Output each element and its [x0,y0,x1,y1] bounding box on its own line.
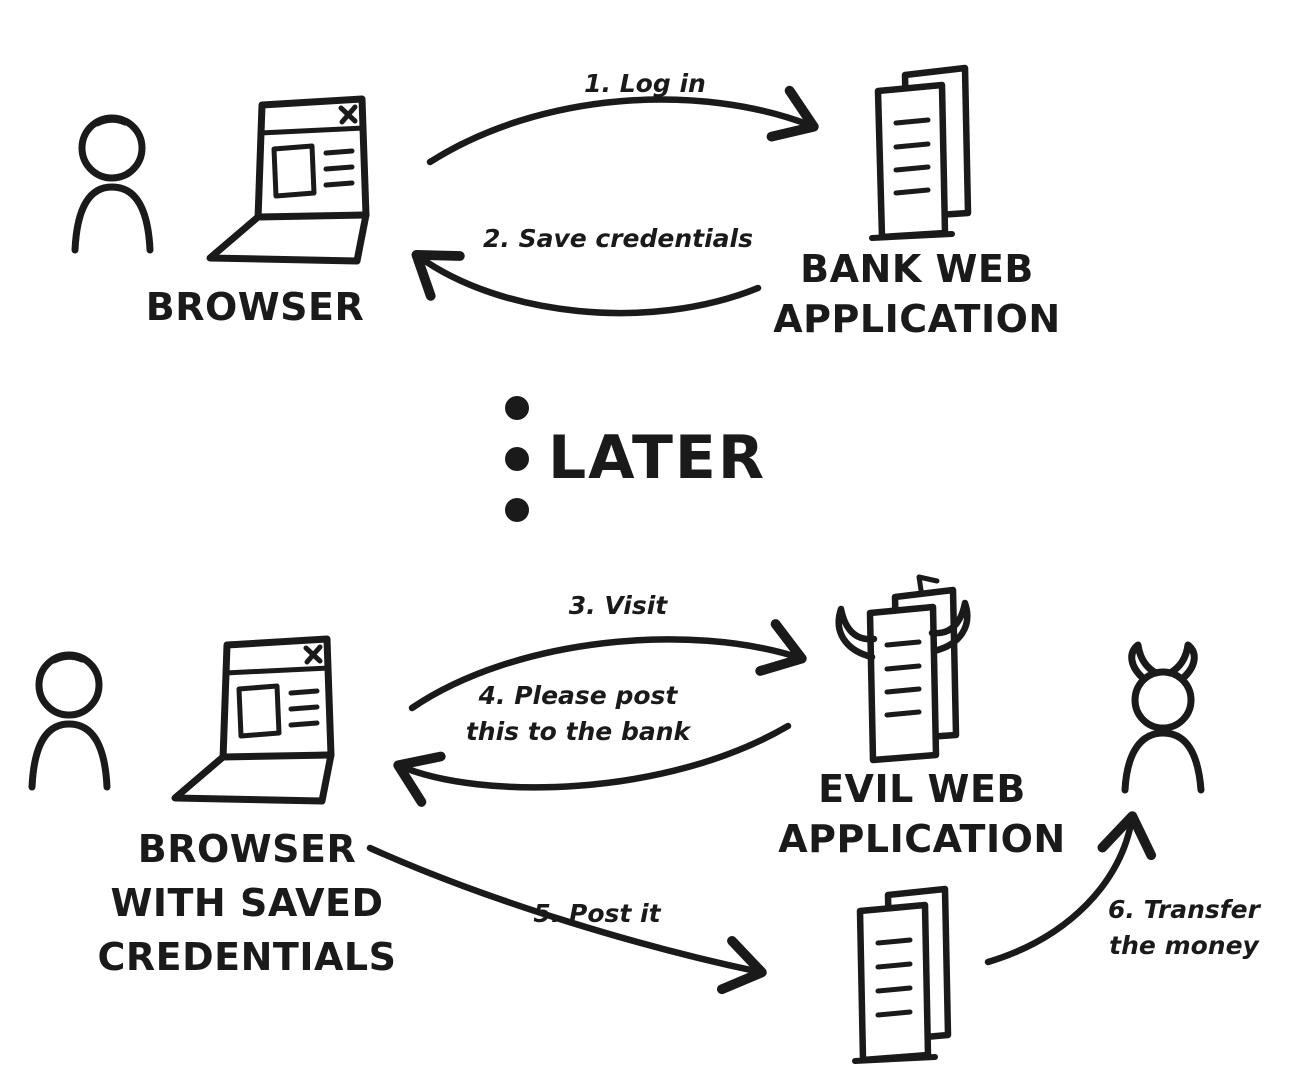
arrow-6-transfer [984,811,1157,966]
user-figure-icon [71,114,154,254]
bank-building-bottom-icon [852,885,952,1064]
evil-label-line1: EVIL WEB [818,767,1026,811]
arrow-5-label: 5. Post it [533,899,661,928]
arrow-4-label-line2: this to the bank [466,717,692,746]
user-figure-bottom-icon [28,651,111,791]
evil-label-line2: APPLICATION [778,817,1065,861]
arrow-4-label-line1: 4. Please post [478,681,679,710]
arrow-3-label: 3. Visit [569,591,669,620]
arrow-6-label-line1: 6. Transfer [1108,895,1262,924]
arrow-2-save-credentials [411,249,762,317]
browser-saved-label-line3: CREDENTIALS [98,935,397,979]
bank-building-icon [869,64,972,241]
arrow-2-label: 2. Save credentials [483,224,753,253]
bank-label-line1: BANK WEB [800,247,1034,291]
right-horn [928,599,971,655]
browser-laptop-icon [206,95,370,265]
devil-right-horn [1166,641,1198,683]
arrow-6-label-line2: the money [1109,931,1260,960]
arrow-5-post-it [366,844,767,995]
ellipsis-dots-icon [505,396,529,522]
browser-saved-laptop-icon [171,635,335,805]
attacker-devil-icon [1121,641,1205,794]
devil-left-horn [1128,641,1160,683]
arrow-4-please-post [393,722,792,807]
arrow-1-login [426,85,819,166]
browser-saved-label-line1: BROWSER [138,827,357,871]
arrow-1-label: 1. Log in [584,69,706,98]
later-label: LATER [548,423,766,493]
evil-building-icon [835,574,971,764]
browser-label: BROWSER [146,285,365,329]
left-horn [835,605,878,661]
arrow-3-visit [408,619,807,712]
bank-label-line2: APPLICATION [773,297,1060,341]
browser-saved-label-line2: WITH SAVED [110,881,383,925]
